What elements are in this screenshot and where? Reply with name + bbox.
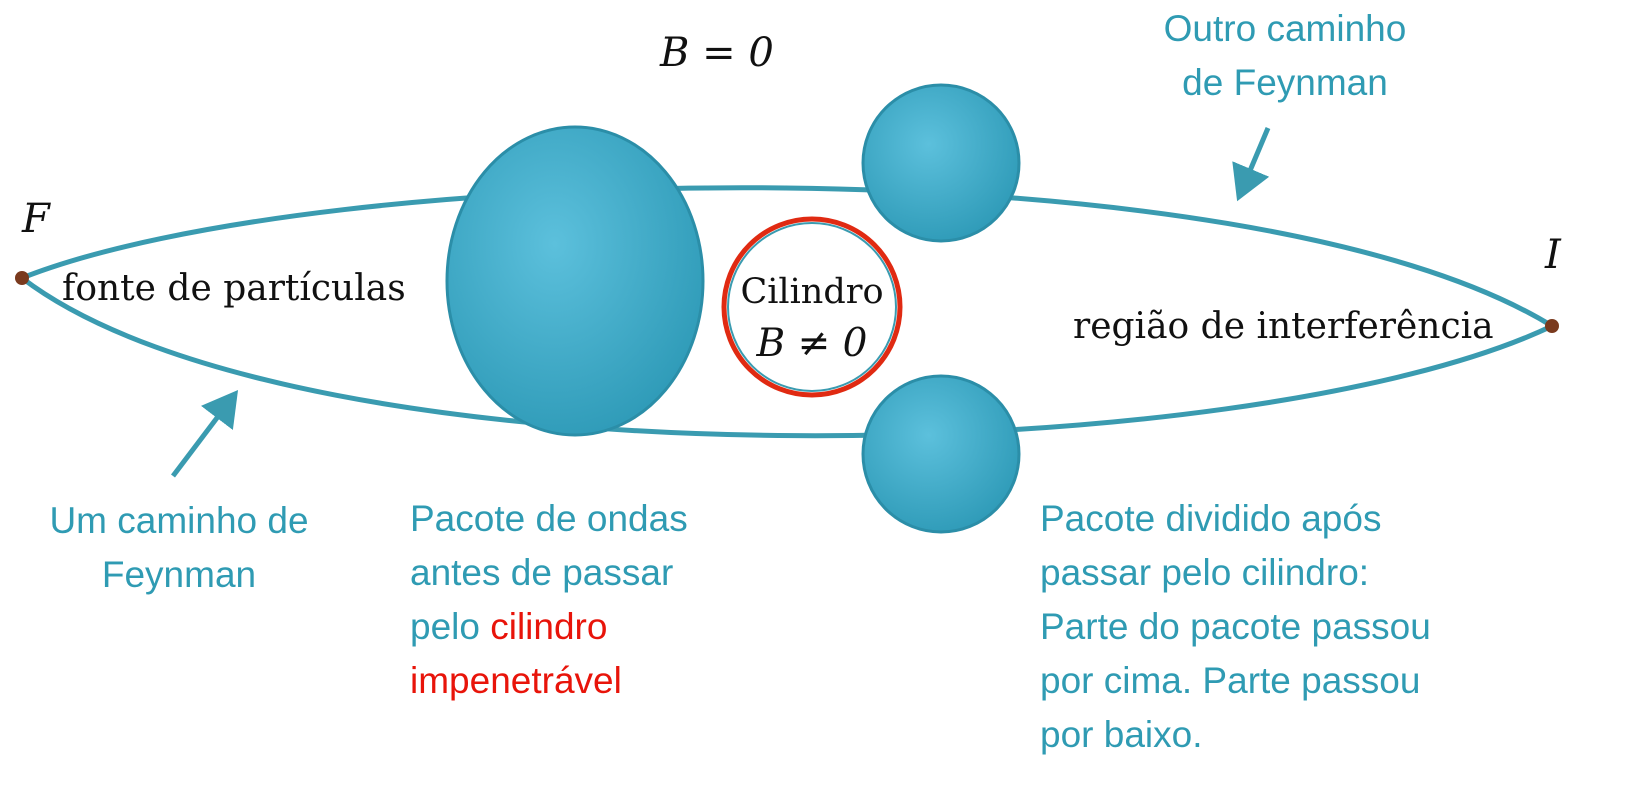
cylinder <box>721 216 903 398</box>
packet-before-line2: antes de passar <box>410 552 674 593</box>
path-other-line2: de Feynman <box>1182 62 1388 103</box>
path-one-line1: Um caminho de <box>49 500 309 541</box>
interference-label: região de interferência <box>1073 306 1494 347</box>
path-other-line1: Outro caminho <box>1163 8 1407 49</box>
packet-split-caption: Pacote dividido após passar pelo cilindr… <box>1040 492 1431 762</box>
path-one-line2: Feynman <box>101 554 257 595</box>
point-f-label: F <box>22 196 50 242</box>
wave-packet-upper <box>861 83 1021 243</box>
upper-feynman-path <box>21 185 1554 329</box>
packet-split-line5: por baixo. <box>1040 714 1203 755</box>
path-one-caption: Um caminho de Feynman <box>20 494 338 602</box>
arrow-to-upper-path <box>1232 127 1271 202</box>
arrow-to-lower-path <box>171 390 239 478</box>
packet-split-line2: passar pelo cilindro: <box>1040 552 1370 593</box>
lower-feynman-path <box>20 276 1554 439</box>
packet-split-line3: Parte do pacote passou <box>1040 606 1431 647</box>
impenetrable-red-word: impenetrável <box>410 660 622 701</box>
point-i-label: I <box>1545 232 1561 278</box>
b-zero-label: B = 0 <box>660 30 774 76</box>
source-label: fonte de partículas <box>62 268 406 309</box>
cylinder-inner-ring <box>727 222 897 392</box>
point-f-dot <box>15 271 29 285</box>
wave-packet-lower <box>861 374 1021 534</box>
path-other-caption: Outro caminho de Feynman <box>1120 2 1450 110</box>
packet-before-line3-prefix: pelo <box>410 606 491 647</box>
cylinder-red-word: cilindro <box>490 606 608 647</box>
packet-before-caption: Pacote de ondas antes de passar pelo cil… <box>410 492 688 708</box>
point-i-dot <box>1545 319 1559 333</box>
cylinder-name: Cilindro <box>740 272 884 312</box>
packet-before-line3: pelo cilindro <box>410 600 688 654</box>
cylinder-field: B ≠ 0 <box>756 321 868 366</box>
cylinder-label: Cilindro B ≠ 0 <box>730 266 894 370</box>
wave-packet-before <box>445 125 705 437</box>
packet-before-line1: Pacote de ondas <box>410 498 688 539</box>
packet-split-line1: Pacote dividido após <box>1040 498 1382 539</box>
packet-split-line4: por cima. Parte passou <box>1040 660 1421 701</box>
